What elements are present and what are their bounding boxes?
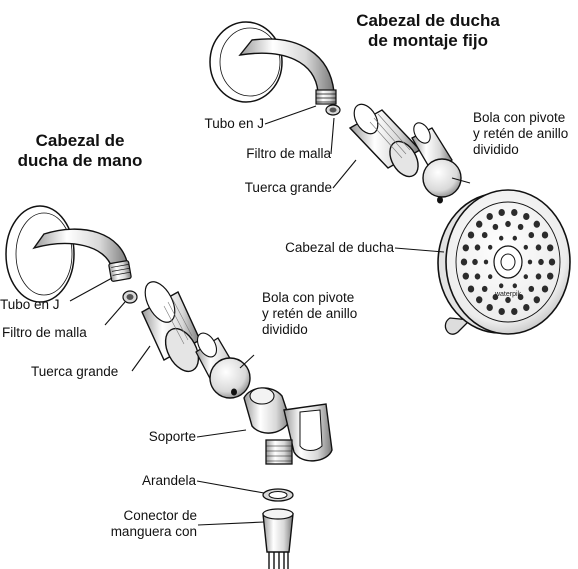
fixed-j-pipe	[238, 38, 337, 105]
nozzle-icon	[460, 258, 468, 266]
nozzle-icon	[512, 283, 517, 289]
fixed-label-filtro: Filtro de malla	[246, 146, 331, 161]
nozzle-icon	[481, 285, 488, 292]
showerhead-brand: waterpik	[494, 291, 522, 298]
nozzle-icon	[528, 232, 535, 239]
nozzle-icon	[512, 235, 517, 241]
nozzle-icon	[476, 220, 483, 228]
handheld-pivot-ball	[195, 332, 251, 399]
nozzle-icon	[499, 235, 504, 241]
nozzle-icon	[535, 244, 542, 251]
nozzle-icon	[533, 220, 540, 228]
nozzle-icon	[488, 244, 493, 250]
nozzle-icon	[462, 272, 469, 280]
fixed-mount-title-line2: de montaje fijo	[368, 31, 488, 50]
nozzle-icon	[472, 258, 478, 266]
handheld-label-tuerca: Tuerca grande	[31, 364, 119, 379]
nozzle-icon	[511, 307, 518, 316]
fixed-label-bola: Bola con pivote y retén de anillo dividi…	[473, 110, 568, 158]
nozzle-icon	[517, 223, 524, 230]
fixed-mesh-filter	[325, 104, 341, 116]
nozzle-icon	[511, 208, 518, 217]
nozzle-icon	[474, 273, 481, 280]
fixed-label-tuerca: Tuerca grande	[244, 180, 332, 195]
showerhead: waterpik	[437, 189, 571, 335]
nozzle-icon	[474, 244, 481, 251]
showerhead-nozzles	[460, 208, 556, 316]
fixed-label-tubo: Tubo en J	[204, 116, 264, 131]
fixed-label-bola-line1: Bola con pivote	[473, 110, 566, 125]
nozzle-icon	[541, 231, 549, 239]
nozzle-icon	[528, 285, 535, 292]
handheld-label-conector-line2: manguera con	[110, 524, 197, 539]
nozzle-icon	[476, 296, 483, 304]
handheld-label-soporte: Soporte	[148, 429, 196, 444]
handheld-label-bola-line3: dividido	[262, 322, 308, 337]
nozzle-icon	[467, 285, 475, 293]
nozzle-icon	[481, 232, 488, 239]
handheld-title-line1: Cabezal de	[35, 131, 125, 150]
nozzle-icon	[498, 307, 505, 316]
fixed-wall-flange	[209, 21, 283, 103]
fixed-mount-title-line1: Cabezal de ducha	[356, 11, 500, 30]
handheld-title-line2: ducha de mano	[17, 151, 143, 170]
nozzle-icon	[523, 212, 530, 221]
handheld-label-conector-line1: Conector de	[123, 508, 197, 523]
handheld-hose-connector	[262, 508, 294, 569]
handheld-j-pipe	[32, 228, 132, 282]
nozzle-icon	[547, 272, 554, 280]
nozzle-icon	[505, 220, 511, 228]
handheld-label-bola-line2: y retén de anillo	[262, 306, 358, 321]
leader-lines	[69, 105, 471, 526]
nozzle-icon	[486, 303, 493, 312]
nozzle-icon	[486, 212, 493, 221]
fixed-label-bola-line2: y retén de anillo	[473, 126, 569, 141]
handheld-bracket	[243, 387, 333, 465]
nozzle-icon	[492, 223, 499, 230]
nozzle-icon	[535, 273, 542, 280]
fixed-label-bola-line3: dividido	[473, 142, 519, 157]
nozzle-icon	[541, 285, 549, 293]
handheld-wall-flange	[5, 205, 75, 303]
nozzle-icon	[538, 258, 544, 266]
nozzle-icon	[533, 296, 540, 304]
nozzle-icon	[483, 259, 489, 265]
handheld-label-conector: Conector de manguera con	[100, 508, 197, 540]
nozzle-icon	[523, 274, 528, 280]
nozzle-icon	[548, 258, 556, 266]
handheld-large-nut	[141, 281, 201, 373]
nozzle-icon	[488, 274, 493, 280]
nozzle-icon	[527, 259, 533, 265]
handheld-label-bola: Bola con pivote y retén de anillo dividi…	[262, 290, 357, 338]
handheld-label-arandela: Arandela	[141, 473, 196, 488]
fixed-label-cabezal: Cabezal de ducha	[285, 240, 394, 255]
fixed-large-nut	[348, 103, 422, 178]
fixed-pivot-ball	[411, 122, 462, 204]
handheld-washer	[262, 488, 294, 502]
nozzle-icon	[523, 244, 528, 250]
nozzle-icon	[499, 283, 504, 289]
handheld-label-filtro: Filtro de malla	[2, 325, 87, 340]
nozzle-icon	[467, 231, 475, 239]
nozzle-icon	[523, 303, 530, 312]
nozzle-icon	[505, 296, 511, 304]
nozzle-icon	[517, 294, 524, 301]
nozzle-icon	[498, 208, 505, 217]
handheld-title: Cabezal de ducha de mano	[0, 131, 160, 171]
handheld-label-tubo: Tubo en J	[0, 297, 60, 312]
fixed-mount-title: Cabezal de ducha de montaje fijo	[330, 11, 526, 51]
handheld-mesh-filter	[122, 290, 138, 304]
nozzle-icon	[492, 294, 499, 301]
nozzle-icon	[462, 244, 469, 252]
handheld-label-bola-line1: Bola con pivote	[262, 290, 355, 305]
nozzle-icon	[547, 244, 554, 252]
